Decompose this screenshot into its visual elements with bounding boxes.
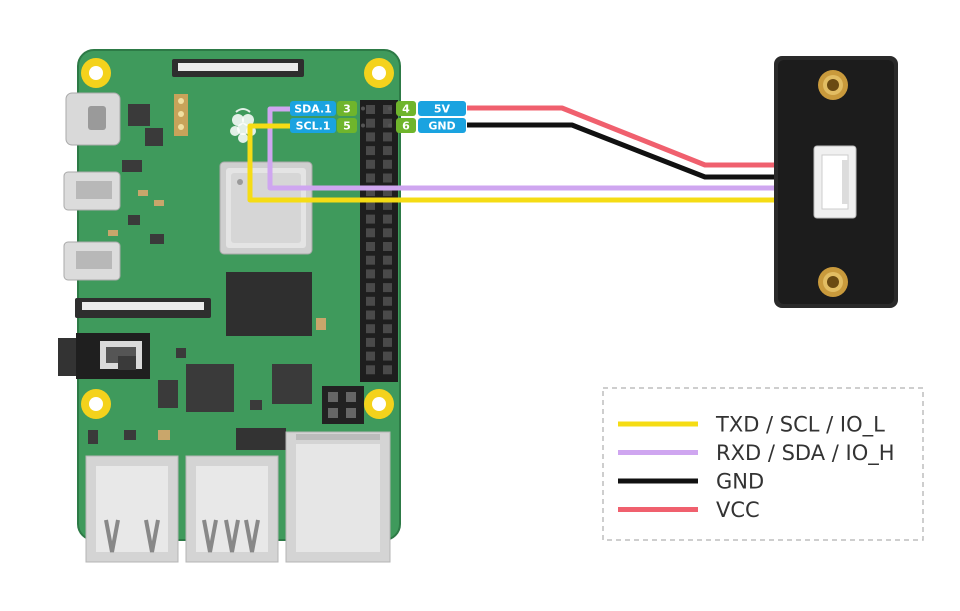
wire-sda — [267, 106, 825, 191]
pin-6-label: 6 — [402, 120, 410, 133]
gpio-pin — [383, 351, 392, 361]
wire-vcc — [467, 105, 825, 168]
gnd-label: GND — [428, 120, 455, 133]
gpio-pin — [366, 228, 375, 238]
gpio-pin — [383, 173, 392, 183]
pin-4-badge — [396, 101, 416, 116]
gpio-pin — [383, 365, 392, 375]
gpio-pin — [366, 337, 375, 347]
gpio-header — [360, 100, 398, 382]
mounting-hole-icon — [818, 70, 848, 100]
mounting-hole-icon — [364, 58, 394, 88]
gpio-pin — [366, 173, 375, 183]
gpio-pin — [383, 118, 392, 128]
gpio-pins — [366, 105, 392, 375]
gpio-pin — [366, 296, 375, 306]
ram-chip — [226, 272, 312, 336]
gpio-pin — [383, 324, 392, 334]
mounting-hole-icon — [364, 389, 394, 419]
gpio-pin — [383, 105, 392, 114]
pin-5-badge — [337, 118, 357, 133]
pin-6-badge — [396, 118, 416, 133]
wire-scl — [247, 123, 825, 203]
gpio-pin — [366, 283, 375, 293]
sensor-module — [774, 56, 898, 308]
gpio-pin — [383, 228, 392, 238]
pin-labels: SDA.1 SCL.1 3 5 4 6 5V GND — [290, 101, 466, 133]
vcc-label: 5V — [434, 103, 451, 116]
gpio-pin — [366, 269, 375, 279]
mounting-hole-icon — [81, 389, 111, 419]
gpio-pin — [383, 283, 392, 293]
scl-label: SCL.1 — [296, 120, 331, 133]
raspberry-logo-icon — [230, 108, 256, 143]
pin-4-label: 4 — [402, 103, 410, 116]
gpio-pin — [383, 132, 392, 142]
mounting-hole-icon — [818, 267, 848, 297]
legend-label: RXD / SDA / IO_H — [716, 441, 895, 466]
gpio-pin — [383, 337, 392, 347]
wire-gnd — [467, 122, 825, 180]
pin-3-label: 3 — [343, 103, 351, 116]
gpio-pin — [366, 118, 375, 128]
gpio-pin — [366, 242, 375, 251]
gpio-pin — [366, 255, 375, 265]
sda-label-badge — [290, 101, 336, 116]
gpio-pin — [366, 146, 375, 156]
gpio-pin — [383, 255, 392, 265]
gpio-pin — [366, 159, 375, 169]
poe-header — [322, 386, 364, 424]
gpio-pin — [383, 296, 392, 306]
legend-label: TXD / SCL / IO_L — [715, 413, 885, 438]
pin-3-badge — [337, 101, 357, 116]
gpio-pin — [366, 214, 375, 224]
gpio-pin — [366, 324, 375, 334]
gpio-pin — [366, 310, 375, 320]
usb-port — [85, 455, 179, 563]
legend-label: GND — [716, 470, 764, 494]
gpio-pin — [366, 187, 375, 197]
gpio-pin — [383, 187, 392, 197]
pin-5-label: 5 — [343, 120, 351, 133]
gpio-pin — [366, 351, 375, 361]
mounting-hole-icon — [81, 58, 111, 88]
gpio-pin — [383, 200, 392, 210]
gnd-label-badge — [418, 118, 466, 133]
gpio-pin — [383, 159, 392, 169]
gpio-pin — [383, 214, 392, 224]
gpio-pin — [383, 269, 392, 279]
gpio-pin — [383, 242, 392, 251]
legend: TXD / SCL / IO_L RXD / SDA / IO_H GND VCC — [602, 387, 924, 541]
ethernet-port — [285, 431, 391, 563]
gpio-pin — [383, 310, 392, 320]
raspberry-pi-board — [58, 49, 401, 563]
sda-label: SDA.1 — [294, 103, 332, 116]
gpio-pin — [366, 365, 375, 375]
scl-label-badge — [290, 118, 336, 133]
gpio-pin — [366, 105, 375, 114]
gpio-pin — [366, 132, 375, 142]
gpio-pin — [383, 146, 392, 156]
gpio-pin — [366, 200, 375, 210]
wires — [247, 105, 825, 203]
usb-port — [185, 455, 279, 563]
vcc-label-badge — [418, 101, 466, 116]
legend-label: VCC — [716, 498, 760, 522]
